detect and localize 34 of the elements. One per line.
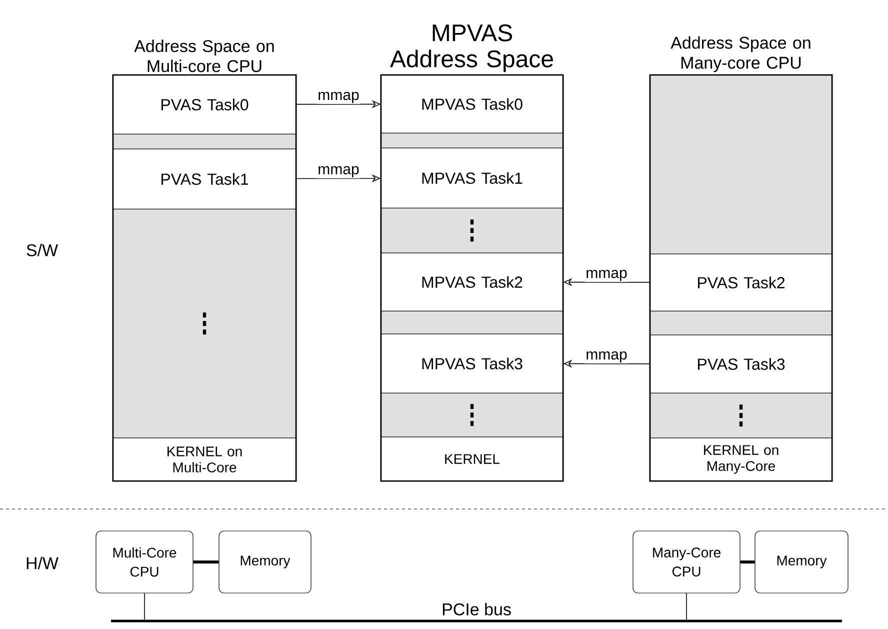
unused-region-drawing xyxy=(380,208,564,254)
hardware-box: Memory xyxy=(218,530,312,594)
task-segment: KERNEL xyxy=(380,436,564,482)
hardware-box: Multi-Core CPU xyxy=(96,530,194,594)
task-segment: MPVAS Task0 xyxy=(380,74,564,134)
hardware-box: Many-Core CPU xyxy=(632,530,740,594)
unused-region-drawing xyxy=(112,208,296,438)
edge-label: mmap xyxy=(586,270,627,282)
task-segment: MPVAS Task3 xyxy=(380,334,564,394)
unused-region-drawing xyxy=(650,392,832,438)
bus-line: PCIe bus xyxy=(111,602,842,622)
unused-region xyxy=(380,310,564,334)
task-segment: MPVAS Task2 xyxy=(380,252,564,312)
unused-region-drawing xyxy=(380,392,564,438)
edge-label: mmap xyxy=(586,351,627,363)
node-label: Address Space on Multi-core CPU xyxy=(134,40,274,72)
layer-label: H/W xyxy=(26,556,58,570)
edge-label: mmap xyxy=(318,166,359,178)
layer-label: S/W xyxy=(26,244,58,256)
unused-region xyxy=(650,310,832,336)
hardware-box: Memory xyxy=(754,530,848,594)
unused-region xyxy=(650,74,832,254)
unused-region xyxy=(380,132,564,148)
node-label: Address Space on Many-core CPU xyxy=(670,36,810,72)
task-segment: KERNEL on Many-Core xyxy=(650,438,832,482)
task-segment: MPVAS Task1 xyxy=(380,148,564,208)
task-segment: KERNEL on Multi-Core xyxy=(112,438,296,482)
task-segment: PVAS Task3 xyxy=(650,334,832,394)
unused-region xyxy=(112,134,296,150)
edge-label: mmap xyxy=(318,92,359,104)
task-segment: PVAS Task1 xyxy=(112,148,296,210)
node-label: MPVAS Address Space xyxy=(390,24,553,72)
task-segment: PVAS Task2 xyxy=(650,254,832,312)
task-segment: PVAS Task0 xyxy=(112,74,296,134)
